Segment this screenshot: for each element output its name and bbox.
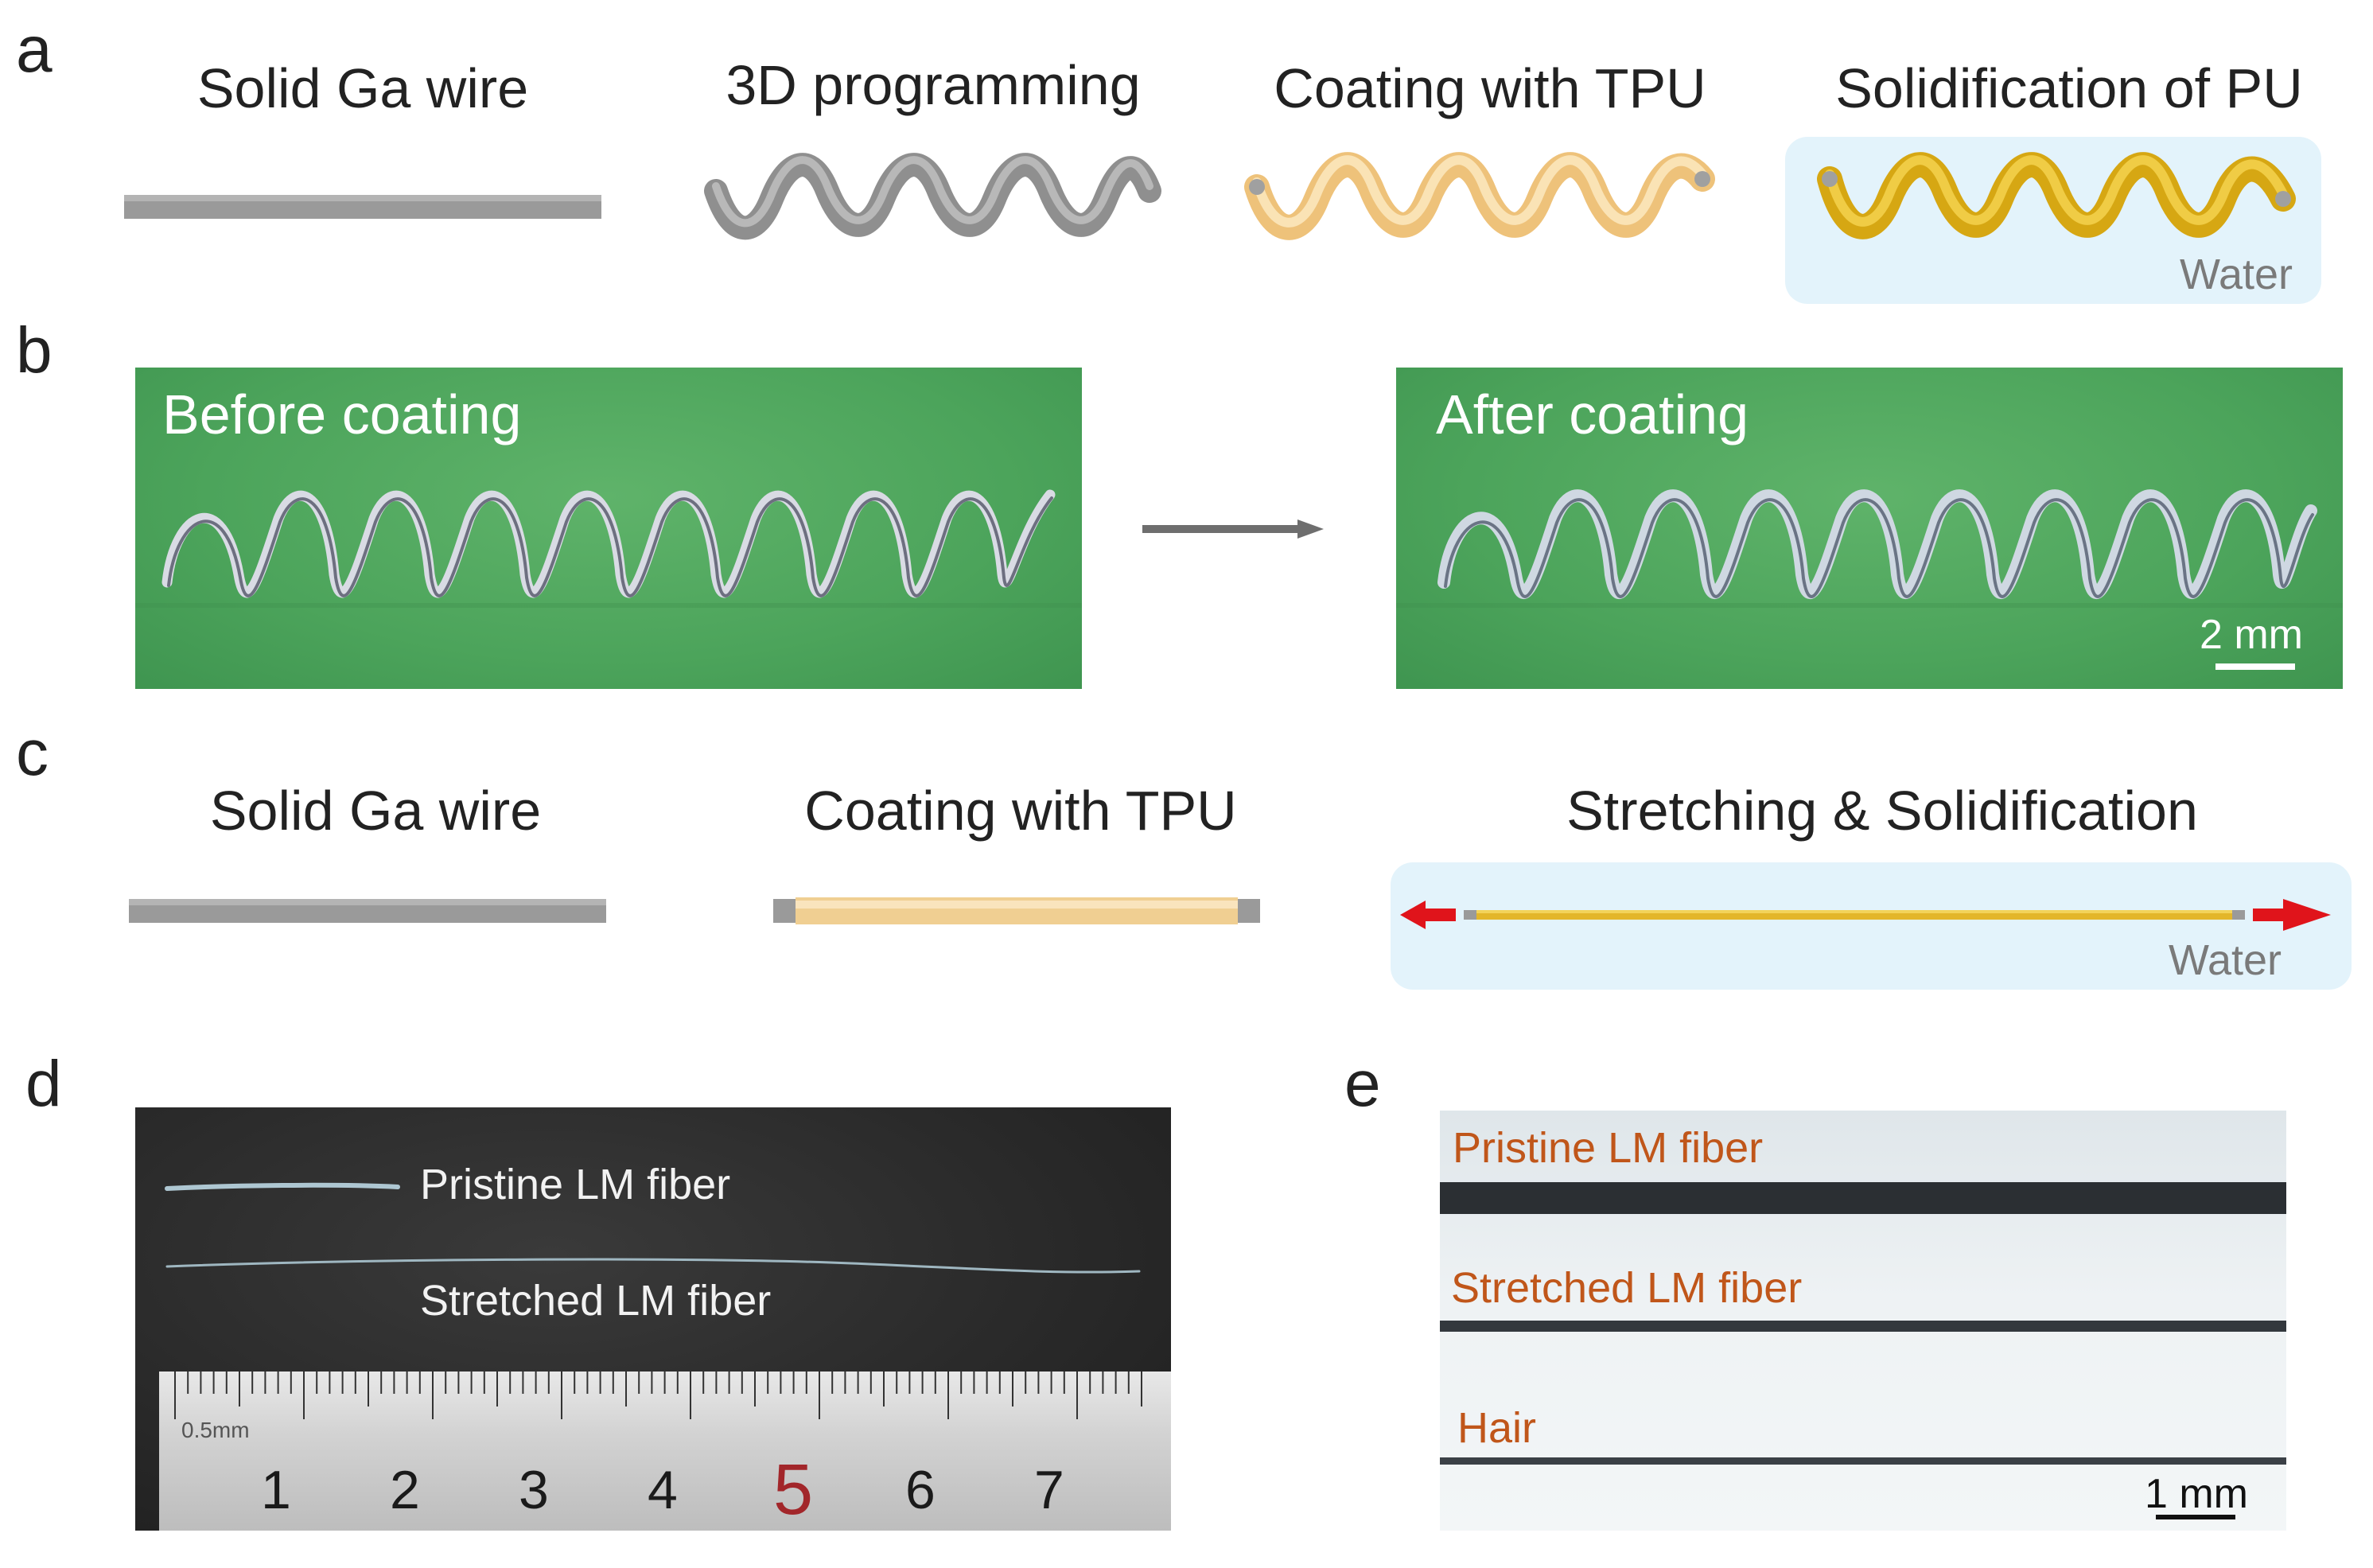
panel-letter-d: d (25, 1048, 62, 1120)
water-label-a: Water (2180, 251, 2293, 298)
scale-bar-2mm (2215, 663, 2295, 670)
panel-letter-e: e (1344, 1048, 1381, 1120)
e-stretched-fiber-label: Stretched LM fiber (1451, 1264, 1803, 1312)
e-pristine-fiber (1440, 1182, 2286, 1214)
e-hair (1440, 1457, 2286, 1465)
ruler-number-6: 6 (905, 1460, 936, 1520)
e-stretched-fiber (1440, 1321, 2286, 1332)
step-label-c-stretching-solidification: Stretching & Solidification (1566, 780, 2198, 842)
solid-pu-helix-illustration (1817, 152, 2296, 239)
ruler-number-4: 4 (648, 1460, 678, 1520)
scale-bar-1mm-label: 1 mm (2145, 1471, 2248, 1517)
ruler-number-5: 5 (773, 1450, 814, 1530)
ruler-number-3: 3 (519, 1460, 549, 1520)
step-label-coating-with-tpu: Coating with TPU (1274, 57, 1706, 119)
gray-helix-illustration (704, 153, 1161, 240)
before-coating-caption: Before coating (162, 383, 522, 445)
after-coating-photo: After coating 2 mm (1396, 368, 2343, 689)
tpu-coated-helix-illustration (1244, 152, 1715, 240)
water-bath-c (1391, 862, 2352, 990)
pristine-fiber (165, 1182, 400, 1191)
uncoated-spring (135, 489, 1082, 608)
micrograph-photo: Pristine LM fiber Stretched LM fiber Hai… (1440, 1111, 2286, 1531)
stretched-fiber-label: Stretched LM fiber (420, 1277, 772, 1325)
stretched-wire-illustration (1400, 899, 2331, 931)
c-tpu-coated-wire-illustration (773, 897, 1260, 924)
pristine-fiber-label: Pristine LM fiber (420, 1161, 731, 1208)
ruler-ticks (174, 1372, 1142, 1419)
step-label-3d-programming: 3D programming (726, 54, 1141, 116)
step-label-solid-ga-wire: Solid Ga wire (196, 57, 529, 119)
panel-letter-b: b (16, 314, 53, 387)
ruler: 0.5mm 1 2 3 4 5 6 7 (159, 1372, 1171, 1531)
ruler-number-1: 1 (261, 1460, 291, 1520)
stretched-fiber (165, 1258, 1141, 1274)
step-label-c-solid-ga-wire: Solid Ga wire (209, 780, 542, 842)
before-coating-photo: Before coating (135, 368, 1082, 689)
coated-spring (1396, 489, 2343, 608)
panel-letter-c: c (16, 717, 49, 789)
after-coating-caption: After coating (1436, 383, 1749, 445)
ruler-unit-label: 0.5mm (181, 1418, 250, 1442)
step-label-solidification-of-pu: Solidification of PU (1835, 57, 2303, 119)
ruler-fiber-photo: Pristine LM fiber Stretched LM fiber 0.5… (135, 1107, 1171, 1531)
panel-letter-a: a (16, 14, 53, 86)
ruler-number-2: 2 (390, 1460, 420, 1520)
scale-bar-1mm (2156, 1515, 2235, 1519)
c-solid-ga-wire-illustration (129, 899, 606, 923)
e-pristine-fiber-label: Pristine LM fiber (1453, 1124, 1764, 1172)
e-hair-label: Hair (1457, 1404, 1537, 1452)
ruler-number-7: 7 (1034, 1460, 1064, 1520)
process-arrow (1142, 519, 1324, 539)
step-label-c-coating-with-tpu: Coating with TPU (804, 780, 1237, 842)
solid-ga-wire-illustration (124, 195, 601, 219)
scale-bar-2mm-label: 2 mm (2200, 612, 2303, 658)
water-label-c: Water (2169, 936, 2282, 984)
